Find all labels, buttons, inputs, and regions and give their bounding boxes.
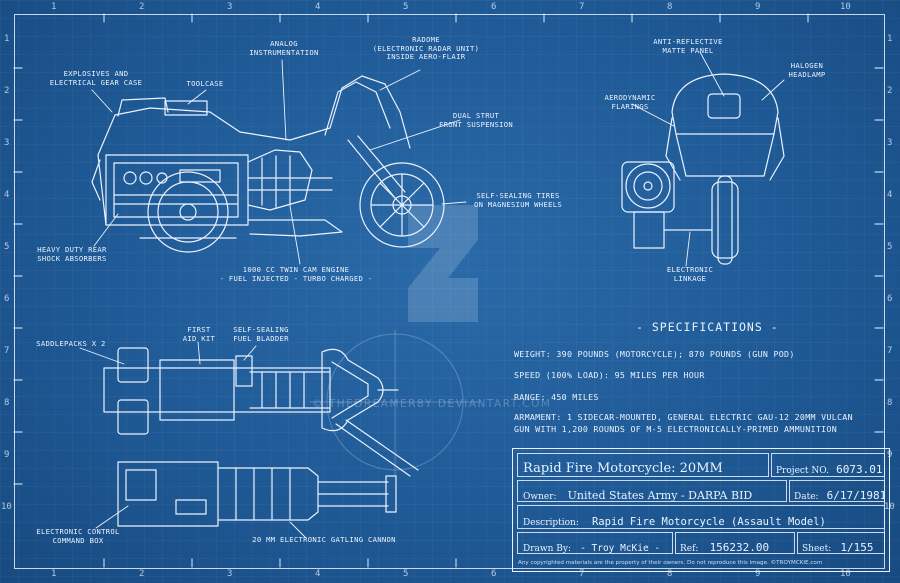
label-toolcase: Toolcase xyxy=(186,79,224,88)
copyright-footnote: Any copyrighted materials are the proper… xyxy=(518,560,823,566)
motorcycle-front-view xyxy=(622,74,784,264)
label-aerodynamic-flarings: Aerodynamic flarings xyxy=(604,93,656,111)
ref-value: 156232.00 xyxy=(709,541,770,554)
label-self-sealing-tires: Self-sealing tires on magnesium wheels xyxy=(474,191,562,209)
description-value: Rapid Fire Motorcycle (Assault Model) xyxy=(591,516,826,528)
date-cell: Date: 6/17/1981 xyxy=(789,480,885,502)
tick-bottom: 2 xyxy=(139,569,145,579)
frame-tick-marks xyxy=(14,14,883,567)
label-electronic-linkage: Electronic linkage xyxy=(666,265,714,283)
watermark-text: © THEDREAMER8Y DEVIANTART.COM xyxy=(312,398,552,410)
ref-label: Ref: xyxy=(680,544,699,554)
tick-right: 3 xyxy=(887,138,893,148)
sheet-value: 1/155 xyxy=(840,541,874,554)
owner-cell: Owner: United States Army - DARPA BID xyxy=(517,480,787,502)
date-value: 6/17/1981 xyxy=(826,489,885,502)
spec-armament-line-1: Armament: 1 sidecar-mounted, General Ele… xyxy=(514,412,853,422)
description-label: Description: xyxy=(523,518,579,528)
date-label: Date: xyxy=(794,492,819,502)
spec-heading: - Specifications - xyxy=(636,320,779,334)
tick-bottom: 7 xyxy=(579,569,585,579)
label-control-command-box: Electronic control command box xyxy=(36,527,120,545)
ref-cell: Ref: 156232.00 xyxy=(675,532,795,554)
tick-top: 4 xyxy=(315,2,321,12)
tick-top: 3 xyxy=(227,2,233,12)
tick-bottom: 3 xyxy=(227,569,233,579)
owner-value: United States Army - DARPA BID xyxy=(567,489,753,502)
tick-right: 1 xyxy=(887,34,893,44)
label-gatling-cannon: 20 mm electronic gatling cannon xyxy=(252,535,396,544)
watermark-compass xyxy=(310,330,480,475)
tick-top: 5 xyxy=(403,2,409,12)
tick-left: 2 xyxy=(4,86,10,96)
tick-left: 10 xyxy=(1,502,12,512)
tick-bottom: 10 xyxy=(840,569,851,579)
project-label: Project NO. xyxy=(776,466,829,476)
tick-left: 7 xyxy=(4,346,10,356)
label-explosives-gear-case: Explosives and electrical gear case xyxy=(49,69,143,87)
spec-range: Range: 450 miles xyxy=(514,392,599,402)
drawn-by-label: Drawn By: xyxy=(523,544,571,554)
label-matte-panel: Anti-reflective matte panel xyxy=(653,37,723,55)
description-cell: Description: Rapid Fire Motorcycle (Assa… xyxy=(517,505,885,529)
label-first-aid-kit: First aid kit xyxy=(182,325,216,343)
drawing-title: Rapid Fire Motorcycle: 20MM xyxy=(523,461,723,476)
owner-label: Owner: xyxy=(523,492,557,502)
spec-armament-line-2: gun with 1,200 rounds of M-5 electronica… xyxy=(514,424,838,434)
label-halogen-headlamp: Halogen headlamp xyxy=(788,61,826,79)
watermark-logo xyxy=(408,205,478,322)
tick-left: 9 xyxy=(4,450,10,460)
tick-right: 8 xyxy=(887,398,893,408)
label-radome: Radome (electronic radar unit) inside ae… xyxy=(372,35,480,61)
spec-weight: Weight: 390 pounds (motorcycle); 870 pou… xyxy=(514,349,795,359)
tick-right: 7 xyxy=(887,346,893,356)
label-fuel-bladder: Self-sealing fuel bladder xyxy=(233,325,289,343)
tick-top: 8 xyxy=(667,2,673,12)
tick-left: 5 xyxy=(4,242,10,252)
tick-right: 6 xyxy=(887,294,893,304)
tick-left: 4 xyxy=(4,190,10,200)
project-value: 6073.01 xyxy=(836,463,883,476)
tick-bottom: 9 xyxy=(755,569,761,579)
tick-right: 5 xyxy=(887,242,893,252)
sheet-cell: Sheet: 1/155 xyxy=(797,532,885,554)
tick-top: 7 xyxy=(579,2,585,12)
tick-left: 3 xyxy=(4,138,10,148)
tick-right: 2 xyxy=(887,86,893,96)
label-saddlepacks: Saddlepacks x 2 xyxy=(36,339,106,348)
tick-top: 6 xyxy=(491,2,497,12)
tick-left: 6 xyxy=(4,294,10,304)
tick-top: 9 xyxy=(755,2,761,12)
tick-bottom: 8 xyxy=(667,569,673,579)
title-block: Rapid Fire Motorcycle: 20MM Project NO. … xyxy=(512,448,890,572)
motorcycle-side-view xyxy=(92,76,444,252)
tick-left: 8 xyxy=(4,398,10,408)
label-engine: 1000 CC twin cam engine - fuel injected … xyxy=(219,265,373,283)
tick-top: 2 xyxy=(139,2,145,12)
drawn-by-cell: Drawn By: - Troy McKie - xyxy=(517,532,673,554)
title-cell: Rapid Fire Motorcycle: 20MM xyxy=(517,453,769,477)
drawn-by-value: - Troy McKie - xyxy=(580,543,661,554)
sheet-label: Sheet: xyxy=(802,544,832,554)
tick-bottom: 5 xyxy=(403,569,409,579)
label-shock-absorbers: Heavy duty rear shock absorbers xyxy=(37,245,107,263)
motorcycle-top-view xyxy=(104,348,418,526)
tick-bottom: 6 xyxy=(491,569,497,579)
outer-frame xyxy=(14,14,885,569)
tick-top: 1 xyxy=(51,2,57,12)
tick-bottom: 1 xyxy=(51,569,57,579)
leader-lines xyxy=(80,52,784,538)
spec-speed: Speed (100% load): 95 miles per hour xyxy=(514,370,705,380)
label-analog-instrumentation: Analog instrumentation xyxy=(249,39,319,57)
tick-right: 4 xyxy=(887,190,893,200)
project-cell: Project NO. 6073.01 xyxy=(771,453,885,477)
label-dual-strut: Dual strut front suspension xyxy=(438,111,514,129)
tick-bottom: 4 xyxy=(315,569,321,579)
tick-top: 10 xyxy=(840,2,851,12)
tick-left: 1 xyxy=(4,34,10,44)
